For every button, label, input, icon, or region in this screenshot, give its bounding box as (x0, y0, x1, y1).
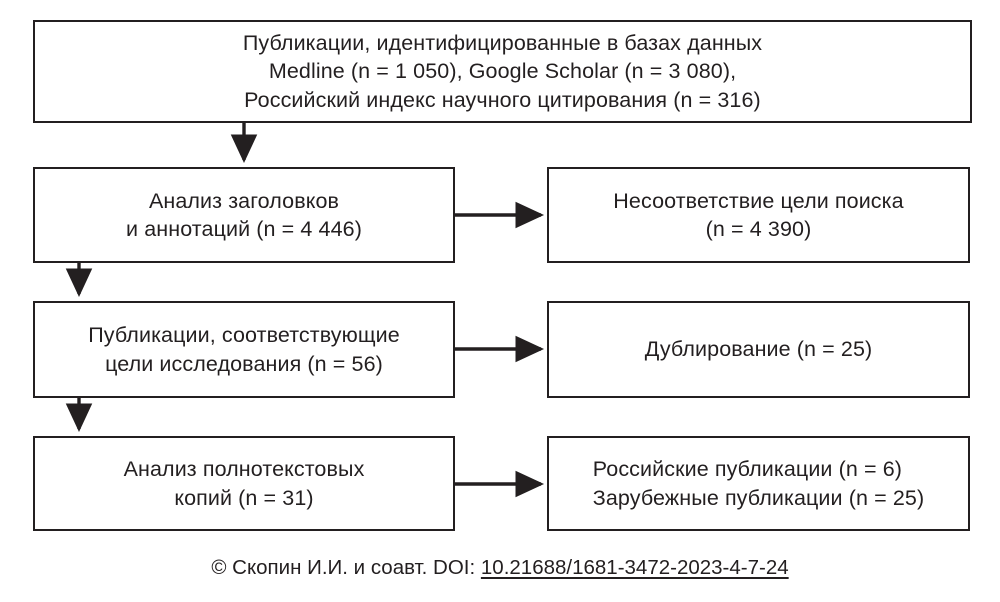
node-included-publications-label: Российские публикации (n = 6) Зарубежные… (592, 457, 925, 510)
node-excluded-not-matching-search-aim-label: Несоответствие цели поиска (n = 4 390) (613, 188, 904, 241)
doi-link[interactable]: 10.21688/1681-3472-2023-4-7-24 (480, 556, 789, 579)
node-publications-matching-study-aim-label: Публикации, соответствующие цели исследо… (88, 323, 400, 376)
node-excluded-duplicates: Дублирование (n = 25) (547, 301, 970, 398)
node-records-identified: Публикации, идентифицированные в базах д… (33, 20, 972, 123)
node-fulltext-copies-analyzed-label: Анализ полнотекстовых копий (n = 31) (123, 457, 365, 510)
node-fulltext-copies-analyzed: Анализ полнотекстовых копий (n = 31) (33, 436, 455, 531)
figure-caption: © Скопин И.И. и соавт. DOI: 10.21688/168… (0, 556, 1000, 580)
node-titles-abstracts-screened: Анализ заголовков и аннотаций (n = 4 446… (33, 167, 455, 263)
node-titles-abstracts-screened-label: Анализ заголовков и аннотаций (n = 4 446… (126, 188, 362, 241)
node-excluded-duplicates-label: Дублирование (n = 25) (644, 337, 873, 362)
node-publications-matching-study-aim: Публикации, соответствующие цели исследо… (33, 301, 455, 398)
node-excluded-not-matching-search-aim: Несоответствие цели поиска (n = 4 390) (547, 167, 970, 263)
node-included-publications: Российские публикации (n = 6) Зарубежные… (547, 436, 970, 531)
node-records-identified-label: Публикации, идентифицированные в базах д… (242, 30, 763, 112)
caption-attribution: © Скопин И.И. и соавт. DOI: (211, 556, 481, 579)
